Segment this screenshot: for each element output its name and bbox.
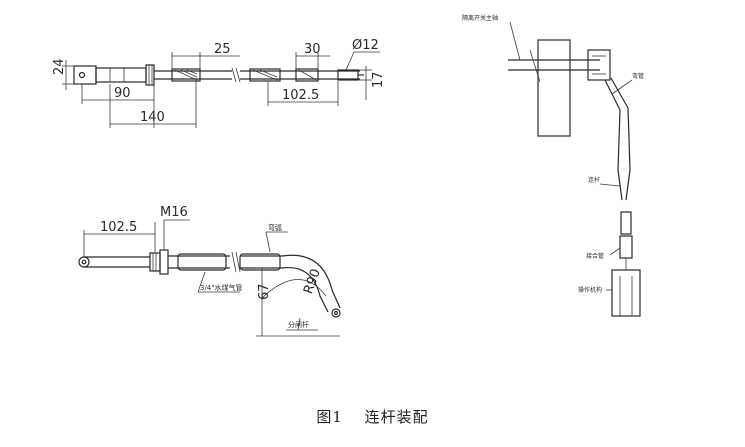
dim-102-5: 102.5: [282, 88, 319, 103]
label-mechanism: 操作机构: [578, 286, 602, 294]
label-rod: 连杆: [588, 176, 600, 184]
dim-17: 17: [371, 71, 386, 88]
label-main-shaft: 隔离开关主轴: [462, 14, 498, 22]
dim-67: 67: [257, 283, 272, 300]
top-rod-view: 24 90 140 25 30 Ø12 102.5 17: [52, 38, 386, 128]
dim-25: 25: [214, 42, 231, 57]
dim-140: 140: [140, 110, 165, 125]
figure-number: 图1: [316, 408, 343, 426]
right-assembly-view: 隔离开关主轴 弯管 连杆 接合管 操作机构: [462, 14, 644, 317]
dim-30: 30: [304, 42, 321, 57]
link-label: 分闸杆: [288, 320, 309, 329]
dim-102-5-bottom: 102.5: [100, 220, 137, 235]
bend-label: 弯弧: [268, 223, 282, 232]
label-joint-tube: 接合管: [586, 252, 604, 260]
figure-title: 连杆装配: [364, 408, 429, 426]
pipe-label: 3/4"水煤气管: [200, 283, 243, 292]
dim-m16: M16: [160, 205, 188, 220]
dim-90: 90: [114, 86, 131, 101]
figure-caption: 图1 连杆装配: [0, 406, 745, 427]
dim-diameter-12: Ø12: [352, 38, 379, 53]
dim-24: 24: [52, 58, 67, 75]
label-bent-tube: 弯管: [632, 72, 644, 80]
bottom-rod-view: 102.5 M16 67 R90 3/4"水煤气管 弯弧 分闸杆: [78, 205, 341, 337]
